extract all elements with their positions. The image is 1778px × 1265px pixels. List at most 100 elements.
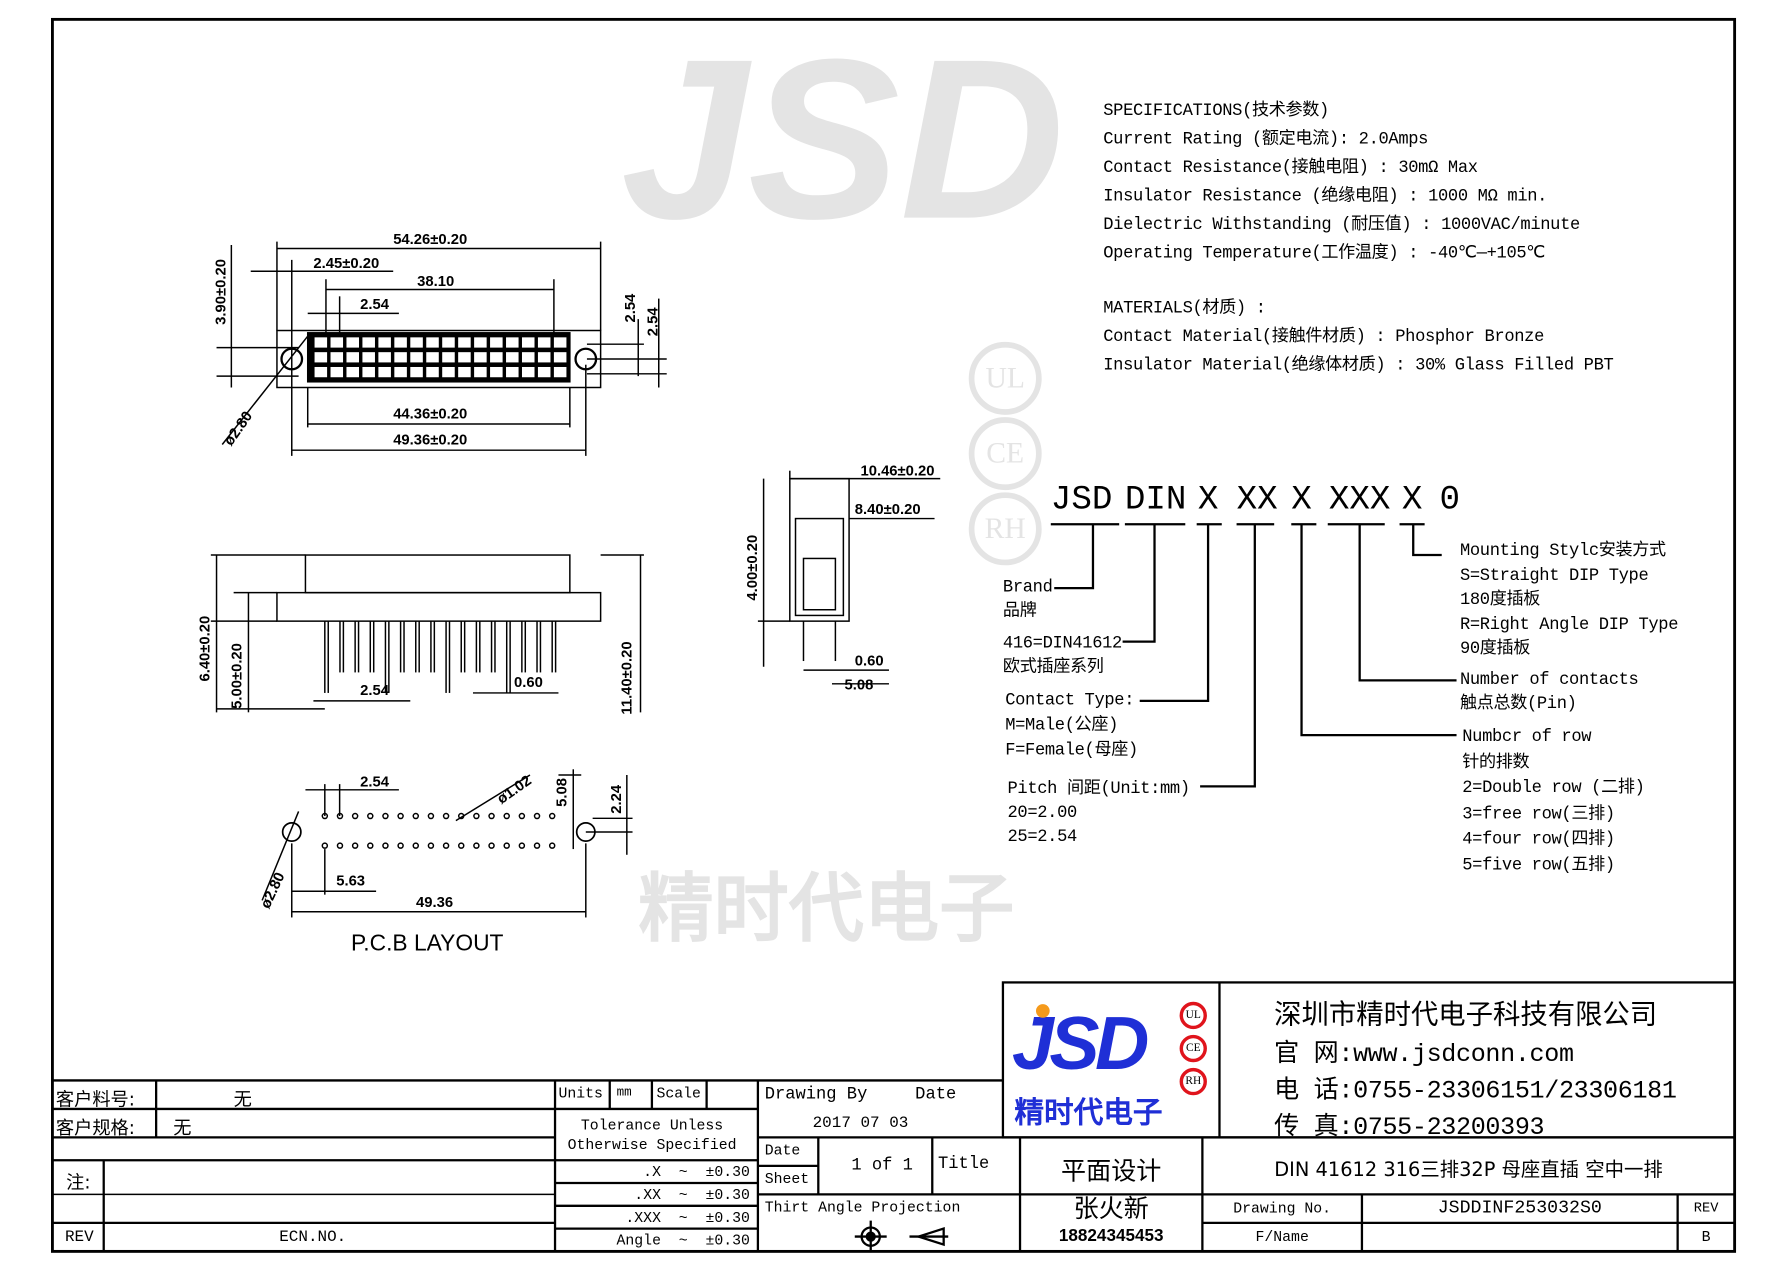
customer-spec-label: 客户规格: [55, 1116, 135, 1139]
dim-side-pitch: 2.54 [360, 681, 389, 699]
tolerance-x: .X ~ ±0.30 [643, 1163, 750, 1181]
sheet-border [51, 17, 1737, 1253]
contact-slot [378, 352, 391, 363]
contact-slot [314, 366, 328, 378]
dim-end-inner: 8.40±0.20 [854, 500, 921, 518]
pcb-hole [382, 842, 389, 849]
date-value: 2017 07 03 [812, 1114, 909, 1133]
contact-slot [458, 366, 471, 378]
tolerance-xx: .XX ~ ±0.30 [634, 1186, 750, 1204]
contact-slot [458, 337, 471, 348]
rev-label: REV [1693, 1200, 1719, 1217]
pcb-hole [518, 842, 526, 849]
dim-height: 3.90±0.20 [211, 258, 230, 325]
contact-slot [394, 337, 407, 348]
drawing-no-value: JSDDINF253032S0 [1437, 1197, 1602, 1219]
customer-spec-value: 无 [173, 1116, 192, 1139]
cert-ce-badge: CE [1179, 1034, 1207, 1063]
cert-ul-badge: UL [1179, 1001, 1207, 1030]
contact-slot [442, 337, 455, 348]
pcb-hole [473, 842, 480, 849]
watermark-cert-rh: RH [968, 492, 1042, 566]
watermark-text: 精时代电子 [638, 865, 1015, 953]
contact-slot [330, 337, 344, 348]
company-website: 官 网:www.jsdconn.com [1274, 1040, 1574, 1070]
spec-current-rating: Current Rating (额定电流): 2.0Amps [1103, 129, 1429, 150]
contact-slot [521, 337, 535, 348]
dim-pcb-offset: 2.24 [607, 784, 625, 814]
contact-slot [474, 366, 487, 378]
pcb-hole [533, 842, 541, 849]
dim-pcb-row-span: 5.08 [552, 778, 570, 807]
pcb-hole [442, 812, 450, 820]
watermark-cert-ce: CE [968, 417, 1042, 491]
dim-body-length: 44.36±0.20 [393, 404, 468, 422]
units-label: Units [558, 1084, 603, 1103]
part-number-leaders [1050, 523, 1457, 788]
spec-insulator-resistance: Insulator Resistance (绝缘电阻) : 1000 MΩ mi… [1103, 186, 1548, 207]
contact-slot [426, 337, 439, 348]
dim-pin-span: 38.10 [417, 272, 455, 290]
contact-slot [330, 366, 344, 378]
pn-rows: X [1291, 480, 1312, 520]
designer-phone: 18824345453 [1058, 1226, 1164, 1246]
company-logo-cn: 精时代电子 [1014, 1096, 1163, 1131]
product-title: DIN 41612 316三排32P 母座直插 空中一排 [1274, 1159, 1663, 1182]
contact-slot [346, 337, 360, 348]
design-label: 平面设计 [1061, 1157, 1162, 1187]
drawing-no-label: Drawing No. [1233, 1200, 1332, 1218]
contact-slot [314, 352, 328, 363]
customer-part-label: 客户料号: [55, 1088, 135, 1111]
pcb-hole [397, 812, 404, 820]
sheet-label: Sheet [764, 1170, 810, 1188]
dim-row-pitch-2: 2.54 [643, 307, 662, 337]
top-view [216, 241, 667, 456]
pn-pitch: XX [1236, 480, 1278, 520]
specifications-heading: SPECIFICATIONS(技术参数) [1103, 101, 1329, 121]
dim-hole-span: 49.36±0.20 [393, 430, 468, 448]
pcb-hole [533, 812, 541, 820]
sheet-value: 1 of 1 [851, 1155, 913, 1176]
contact-slot [410, 352, 423, 363]
pn-contact-type: X [1197, 480, 1219, 520]
note-label: 注: [66, 1171, 91, 1194]
company-phone: 电 话:0755-23306151/23306181 [1274, 1077, 1677, 1106]
third-angle-projection-icon [855, 1222, 952, 1250]
dim-end-pin: 0.60 [854, 651, 884, 670]
contact-slot [362, 366, 375, 378]
contact-slot [474, 337, 487, 348]
contact-slot [314, 337, 328, 348]
pcb-hole [427, 812, 435, 820]
contact-slot [506, 352, 519, 363]
dim-end-pin-span: 5.08 [844, 675, 874, 693]
contact-slot [362, 352, 375, 363]
contact-slot [410, 337, 423, 348]
drawing-by-label: Drawing By [764, 1084, 868, 1105]
company-name: 深圳市精时代电子科技有限公司 [1274, 998, 1658, 1031]
pcb-hole [367, 812, 374, 820]
pn-mounting: X [1401, 480, 1423, 520]
rev-value: B [1701, 1228, 1711, 1246]
contact-slot [553, 366, 567, 378]
designer-name: 张火新 [1073, 1195, 1149, 1225]
pcb-hole [351, 842, 359, 849]
title-block-grid [52, 981, 1736, 1253]
dim-row-pitch-1: 2.54 [621, 293, 639, 323]
dim-pcb-span: 49.36 [415, 893, 454, 911]
spec-dielectric: Dielectric Withstanding (耐压值) : 1000VAC/… [1103, 215, 1580, 235]
website-link[interactable]: www.jsdconn.com [1353, 1040, 1574, 1070]
pcb-hole [488, 842, 495, 849]
dim-pitch: 2.54 [360, 295, 389, 313]
pcb-hole [321, 842, 329, 849]
pn-series: DIN [1124, 480, 1187, 520]
material-contact: Contact Material(接触件材质) : Phosphor Bronz… [1103, 327, 1545, 347]
pcb-hole [427, 842, 435, 849]
dim-hole-offset: 2.45±0.20 [313, 254, 380, 272]
pcb-hole [473, 812, 480, 820]
material-insulator: Insulator Material(绝缘体材质) : 30% Glass Fi… [1103, 355, 1614, 375]
logo-dot [1035, 1004, 1050, 1018]
